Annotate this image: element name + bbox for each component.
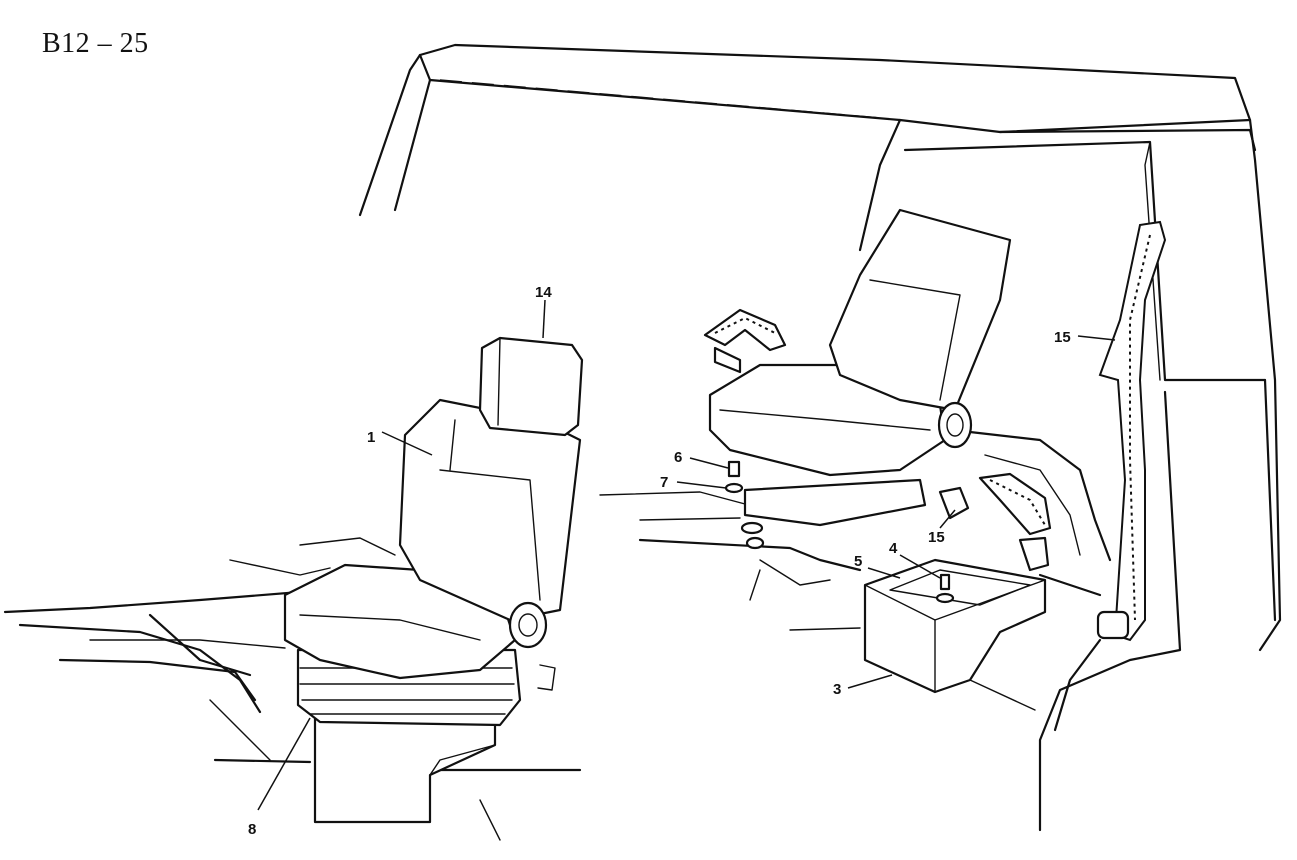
callout-14: 14 bbox=[535, 284, 552, 301]
driver-seat-left bbox=[283, 336, 584, 824]
storage-box bbox=[863, 558, 1047, 694]
callout-6: 6 bbox=[674, 449, 682, 466]
callout-5: 5 bbox=[854, 553, 862, 570]
leader-lines bbox=[257, 299, 1116, 811]
callout-15-upper: 15 bbox=[1054, 329, 1071, 346]
cab-floor bbox=[599, 430, 1112, 711]
callout-3: 3 bbox=[833, 681, 841, 698]
callout-4: 4 bbox=[889, 540, 898, 557]
callout-7: 7 bbox=[660, 474, 668, 491]
callout-1: 1 bbox=[367, 429, 375, 446]
figure-reference: B12 – 25 bbox=[42, 28, 149, 59]
callout-15-lower: 15 bbox=[928, 529, 945, 546]
left-floor-frame bbox=[3, 537, 582, 841]
callout-8: 8 bbox=[248, 821, 256, 838]
seat-belt bbox=[938, 220, 1167, 642]
passenger-seat-right bbox=[703, 208, 1012, 550]
